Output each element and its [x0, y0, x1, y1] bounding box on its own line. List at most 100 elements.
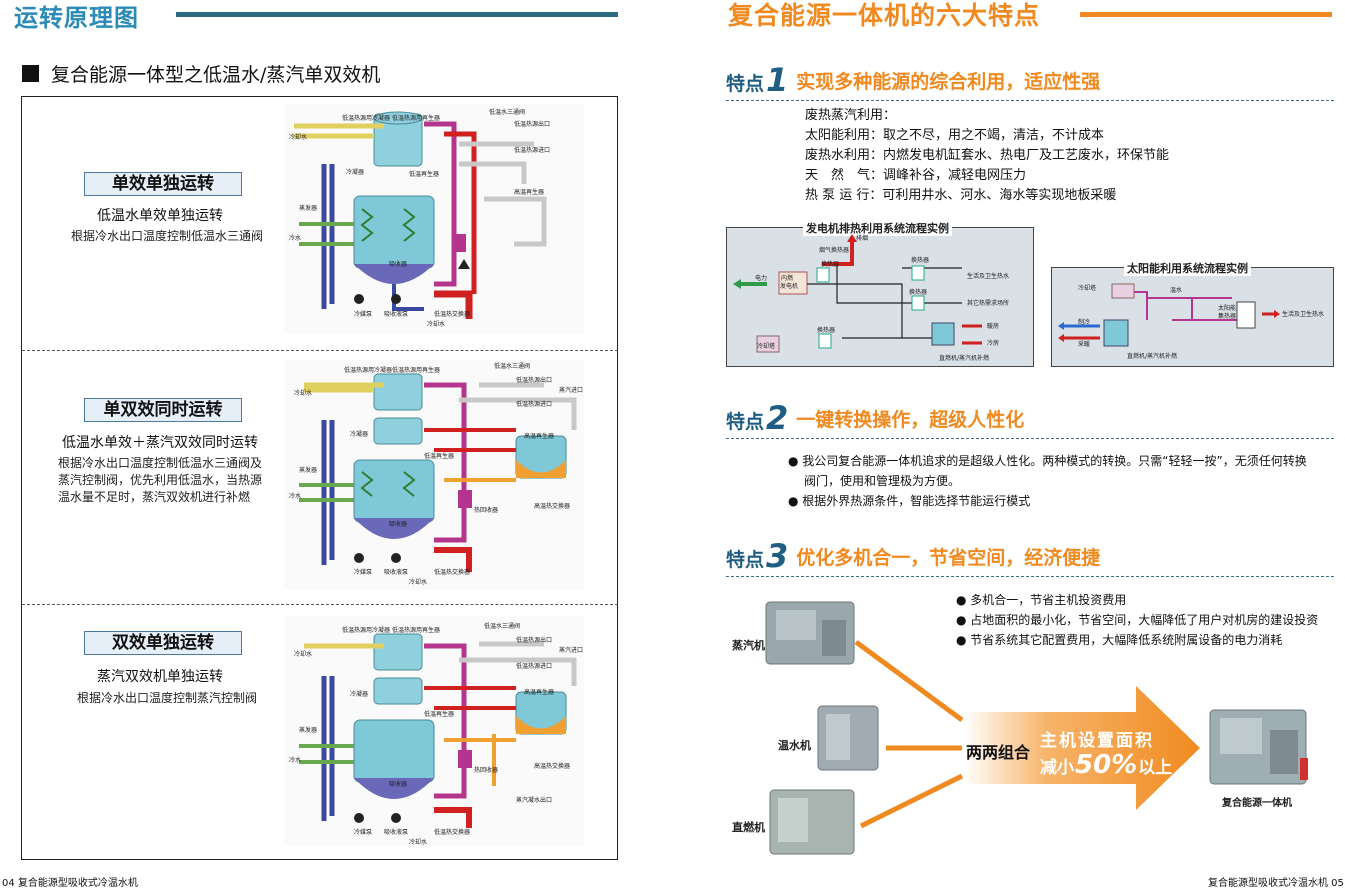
svg-text:高温热交换器: 高温热交换器 [534, 502, 570, 510]
machine-label-hot-water: 温水机 [778, 739, 811, 752]
mode-2-desc-line: 根据冷水出口温度控制低温水三通阀及 [58, 456, 263, 470]
svg-text:蒸汽进口: 蒸汽进口 [559, 646, 583, 654]
svg-text:低温热交换器: 低温热交换器 [434, 828, 470, 836]
feature-title: 优化多机合一，节省空间，经济便捷 [796, 547, 1101, 569]
feature-number: 2 [766, 399, 789, 437]
svg-text:吸收液泵: 吸收液泵 [384, 310, 408, 318]
feature-2-heading: 特点 2 一键转换操作，超级人性化 [726, 402, 1024, 434]
title-rule [1080, 12, 1332, 17]
svg-text:低温热源出口: 低温热源出口 [516, 636, 552, 644]
svg-text:吸收液泵: 吸收液泵 [384, 828, 408, 836]
svg-text:冷房: 冷房 [987, 339, 999, 347]
svg-text:暖房: 暖房 [987, 322, 999, 330]
panel-separator [22, 604, 618, 605]
svg-text:直燃机/蒸汽机补燃: 直燃机/蒸汽机补燃 [939, 354, 989, 362]
svg-text:冷却水: 冷却水 [289, 133, 307, 141]
svg-text:热回收器: 热回收器 [474, 766, 498, 774]
flow-title: 太阳能利用系统流程实例 [1124, 260, 1251, 276]
svg-text:冷却塔: 冷却塔 [757, 342, 775, 350]
svg-text:制冷: 制冷 [1078, 318, 1090, 326]
energy-sources-list: 废热蒸汽利用： 太阳能利用：取之不尽，用之不竭，清洁，不计成本 废热水利用：内燃… [805, 106, 1325, 206]
square-bullet-icon [22, 65, 39, 82]
svg-text:高温再生器: 高温再生器 [514, 188, 544, 196]
machine-label-direct-fired: 直燃机 [732, 821, 765, 834]
mode-2-title: 单双效同时运转 [84, 398, 242, 422]
bullet-item: ● 节省系统其它配置费用，大幅降低系统附属设备的电力消耗 [956, 633, 1283, 647]
bullet-text: 多机合一，节省主机投资费用 [970, 593, 1127, 607]
svg-text:高温热交换器: 高温热交换器 [534, 762, 570, 770]
svg-text:冷却水: 冷却水 [294, 389, 312, 397]
hot-water-machine-image [817, 705, 879, 771]
svg-text:低温热源进口: 低温热源进口 [516, 662, 552, 670]
svg-text:热回收器: 热回收器 [474, 506, 498, 514]
svg-text:换热器: 换热器 [821, 260, 839, 268]
feature-divider [726, 100, 1334, 101]
mode-2-desc-line: 温水量不足时，蒸汽双效机进行补燃 [58, 490, 251, 504]
mode-1-desc: 根据冷水出口温度控制低温水三通阀 [70, 229, 263, 243]
bullet-item: ● 根据外界热源条件，智能选择节能运行模式 [788, 494, 1031, 508]
solar-flow-graphic: 冷却塔温水 太阳能集热器 生活及卫生热水 制冷采暖 直燃机/蒸汽机补燃 [1058, 283, 1324, 360]
double-effect-diagram: 低温热源用冷凝器低温热源用再生器 低温水三通阀低温热源出口低温热源进口蒸汽进口 … [284, 616, 584, 846]
combined-machine-image [1209, 709, 1308, 785]
feature-number: 1 [766, 61, 789, 99]
svg-text:换热器: 换热器 [911, 256, 929, 264]
mode-2-subtitle: 低温水单效＋蒸汽双效同时运转 [62, 435, 258, 451]
feature-title: 实现多种能源的综合利用，适应性强 [796, 71, 1101, 93]
svg-text:电力: 电力 [755, 274, 767, 282]
bullet-text: 根据外界热源条件，智能选择节能运行模式 [802, 494, 1031, 508]
svg-text:冷凝器: 冷凝器 [350, 690, 368, 698]
svg-text:换热器: 换热器 [817, 326, 835, 334]
svg-text:高温再生器: 高温再生器 [524, 688, 554, 696]
svg-text:蒸汽进口: 蒸汽进口 [559, 386, 583, 394]
mode-3-subtitle: 蒸汽双效机单独运转 [97, 669, 223, 685]
feature-3-heading: 特点 3 优化多机合一，节省空间，经济便捷 [726, 540, 1100, 572]
svg-text:冷水: 冷水 [289, 756, 301, 764]
right-page-footer: 复合能源型吸收式冷温水机 05 [1208, 878, 1344, 889]
section-subtitle: 复合能源一体型之低温水/蒸汽单双效机 [22, 60, 380, 87]
svg-text:太阳能: 太阳能 [1218, 304, 1236, 312]
svg-text:内燃: 内燃 [781, 274, 793, 282]
combination-graphic [765, 601, 1308, 855]
svg-text:冷却水: 冷却水 [409, 578, 427, 586]
svg-text:低温热源用冷凝器: 低温热源用冷凝器 [344, 366, 392, 374]
svg-text:吸收器: 吸收器 [389, 780, 407, 788]
svg-text:低温热源进口: 低温热源进口 [514, 146, 550, 154]
svg-text:其它热需求场所: 其它热需求场所 [967, 299, 1009, 307]
solar-flow-diagram: 太阳能利用系统流程实例 冷却塔温水 太阳能集热器 生活及卫生热水 制冷采暖 直燃… [1051, 260, 1334, 367]
svg-text:低温水三通阀: 低温水三通阀 [494, 362, 530, 370]
mode-1-title: 单效单独运转 [84, 172, 242, 196]
svg-text:低温再生器: 低温再生器 [424, 452, 454, 460]
single-effect-diagram: 低温热源用冷凝器低温热源用再生器 低温水三通阀低温热源出口低温热源进口 冷却水冷… [284, 104, 584, 334]
svg-text:吸收器: 吸收器 [389, 520, 407, 528]
svg-text:低温再生器: 低温再生器 [409, 170, 439, 178]
bullet-item: ● 占地面积的最小化，节省空间，大幅降低了用户对机房的建设投资 [956, 613, 1319, 627]
svg-text:低温热源用冷凝器: 低温热源用冷凝器 [342, 626, 390, 634]
energy-line: 天 然 气：调峰补谷，减轻电网压力 [805, 168, 1027, 183]
arrow-text-reduce: 减小 [1040, 758, 1074, 778]
arrow-text-line1: 主机设置面积 [1040, 731, 1154, 751]
generator-heat-flow-diagram: 发电机排热利用系统流程实例 排烟烟气换热器 电力内燃发电机 换热器换热器 生活及… [726, 220, 1034, 367]
svg-text:冷却水: 冷却水 [409, 838, 427, 846]
arrow-text-line2: 减小 50% 以上 [1040, 750, 1172, 780]
mode-2-desc: 根据冷水出口温度控制低温水三通阀及 蒸汽控制阀，优先利用低温水，当热源 温水量不… [58, 455, 278, 506]
bullet-text: 占地面积的最小化，节省空间，大幅降低了用户对机房的建设投资 [970, 613, 1319, 627]
svg-text:吸收器: 吸收器 [389, 260, 407, 268]
panel-separator [22, 350, 618, 351]
bullet-text: 节省系统其它配置费用，大幅降低系统附属设备的电力消耗 [970, 633, 1283, 647]
principle-panel [21, 96, 618, 860]
feature-2-bullets: ● 我公司复合能源一体机追求的是超级人性化。两种模式的转换。只需“轻轻一按”，无… [788, 451, 1336, 511]
svg-text:蒸发器: 蒸发器 [299, 204, 317, 212]
feature-label: 特点 [726, 411, 765, 433]
mode-2-desc-line: 蒸汽控制阀，优先利用低温水，当热源 [58, 473, 263, 487]
svg-text:低温热源进口: 低温热源进口 [516, 400, 552, 408]
title-rule [176, 12, 618, 17]
feature-number: 3 [766, 537, 789, 575]
svg-text:低温热交换器: 低温热交换器 [434, 568, 470, 576]
svg-text:冷水: 冷水 [289, 492, 301, 500]
feature-label: 特点 [726, 549, 765, 571]
svg-text:低温水三通阀: 低温水三通阀 [484, 622, 520, 630]
svg-text:低温水三通阀: 低温水三通阀 [489, 108, 525, 116]
svg-text:高温再生器: 高温再生器 [524, 432, 554, 440]
bullet-item: ● 我公司复合能源一体机追求的是超级人性化。两种模式的转换。只需“轻轻一按”，无… [788, 454, 1307, 468]
feature-divider [726, 576, 1334, 577]
